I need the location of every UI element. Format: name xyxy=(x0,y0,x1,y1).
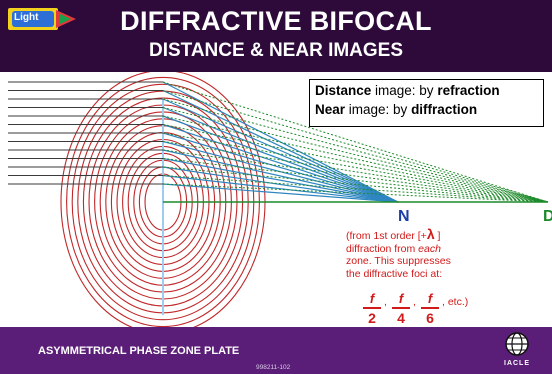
near-ray xyxy=(162,174,399,203)
incoming-rays xyxy=(8,81,163,185)
distance-ray xyxy=(162,98,549,203)
distance-ray xyxy=(162,158,549,203)
distance-ray xyxy=(162,115,549,203)
legend-near-mechanism: diffraction xyxy=(411,102,478,117)
fraction-numerator: f xyxy=(427,291,433,306)
fraction-denominator: 6 xyxy=(426,310,434,326)
badge-label: Light xyxy=(14,12,39,23)
distance-ray xyxy=(162,81,549,203)
near-ray xyxy=(162,115,399,203)
fraction-bar xyxy=(421,307,439,309)
slide-code: 998211-102 xyxy=(256,364,291,371)
near-ray xyxy=(162,183,399,203)
distance-ray xyxy=(162,183,549,203)
distance-ray xyxy=(162,175,549,203)
footer-title: ASYMMETRICAL PHASE ZONE PLATE xyxy=(38,345,240,357)
distance-ray xyxy=(162,149,549,203)
fraction-tail: , etc.) xyxy=(442,296,469,308)
fraction-f-over-2: f 2 xyxy=(363,291,381,326)
fraction-f-over-6: f 6 xyxy=(421,291,439,326)
fraction-numerator: f xyxy=(398,291,404,306)
near-ray xyxy=(162,157,399,203)
near-ray xyxy=(162,140,399,203)
note-line-1: (from 1st order [+λ ] xyxy=(346,226,506,243)
diffraction-diagram xyxy=(8,72,549,327)
distance-ray xyxy=(162,141,549,203)
note-line-2-emphasis: each xyxy=(418,242,441,255)
fraction-f-over-4: f 4 xyxy=(392,291,410,326)
fraction-separator: , xyxy=(413,296,416,308)
fraction-denominator: 2 xyxy=(368,310,376,326)
legend-distance-mechanism: refraction xyxy=(437,83,500,98)
distance-ray xyxy=(162,166,549,203)
slide-title: DIFFRACTIVE BIFOCAL xyxy=(120,6,432,36)
diffraction-note: (from 1st order [+λ ] diffraction from e… xyxy=(346,226,506,280)
light-badge xyxy=(8,8,76,30)
distance-focus-label: D xyxy=(543,208,552,225)
legend-near-text: image: by xyxy=(345,102,412,117)
distance-focus-rays xyxy=(162,81,549,203)
note-line-2-text: diffraction from xyxy=(346,242,419,255)
near-ray xyxy=(162,166,399,203)
header-banner xyxy=(0,0,552,72)
badge-pill xyxy=(12,11,54,27)
distance-ray xyxy=(162,90,549,203)
fraction-numerator: f xyxy=(369,291,375,306)
slide-subtitle: DISTANCE & NEAR IMAGES xyxy=(148,40,404,61)
note-line-4: the diffractive foci at: xyxy=(346,267,443,280)
suppressed-foci: f 2 , f 4 , f 6 , etc.) xyxy=(346,291,506,327)
note-line-1-pre: (from 1st order [+ xyxy=(346,230,427,242)
legend-near-row: Near image: by diffraction xyxy=(315,102,477,117)
note-line-2: diffraction from each xyxy=(346,243,506,256)
lambda-symbol: λ xyxy=(426,226,435,242)
legend-box: Distance image: by refraction Near image… xyxy=(309,79,544,127)
note-line-3: zone. This suppresses xyxy=(346,255,451,267)
legend-near-term: Near xyxy=(315,102,346,117)
footer-banner xyxy=(0,327,552,374)
logo-text: IACLE xyxy=(504,360,530,367)
distance-ray xyxy=(162,124,549,203)
legend-distance-row: Distance image: by refraction xyxy=(315,83,500,98)
badge-arrow-inner-icon xyxy=(60,14,71,24)
note-line-1-post: ] xyxy=(434,230,441,242)
fraction-separator: , xyxy=(384,296,387,308)
globe-logo-icon: IACLE xyxy=(504,332,530,367)
legend-distance-term: Distance xyxy=(315,83,372,98)
distance-ray xyxy=(162,132,549,203)
near-ray xyxy=(162,106,399,203)
legend-distance-text: image: by xyxy=(371,83,438,98)
near-ray xyxy=(162,132,399,203)
fraction-bar xyxy=(392,307,410,309)
near-focus-label: N xyxy=(398,208,410,225)
fraction-denominator: 4 xyxy=(397,310,405,326)
fraction-bar xyxy=(363,307,381,309)
